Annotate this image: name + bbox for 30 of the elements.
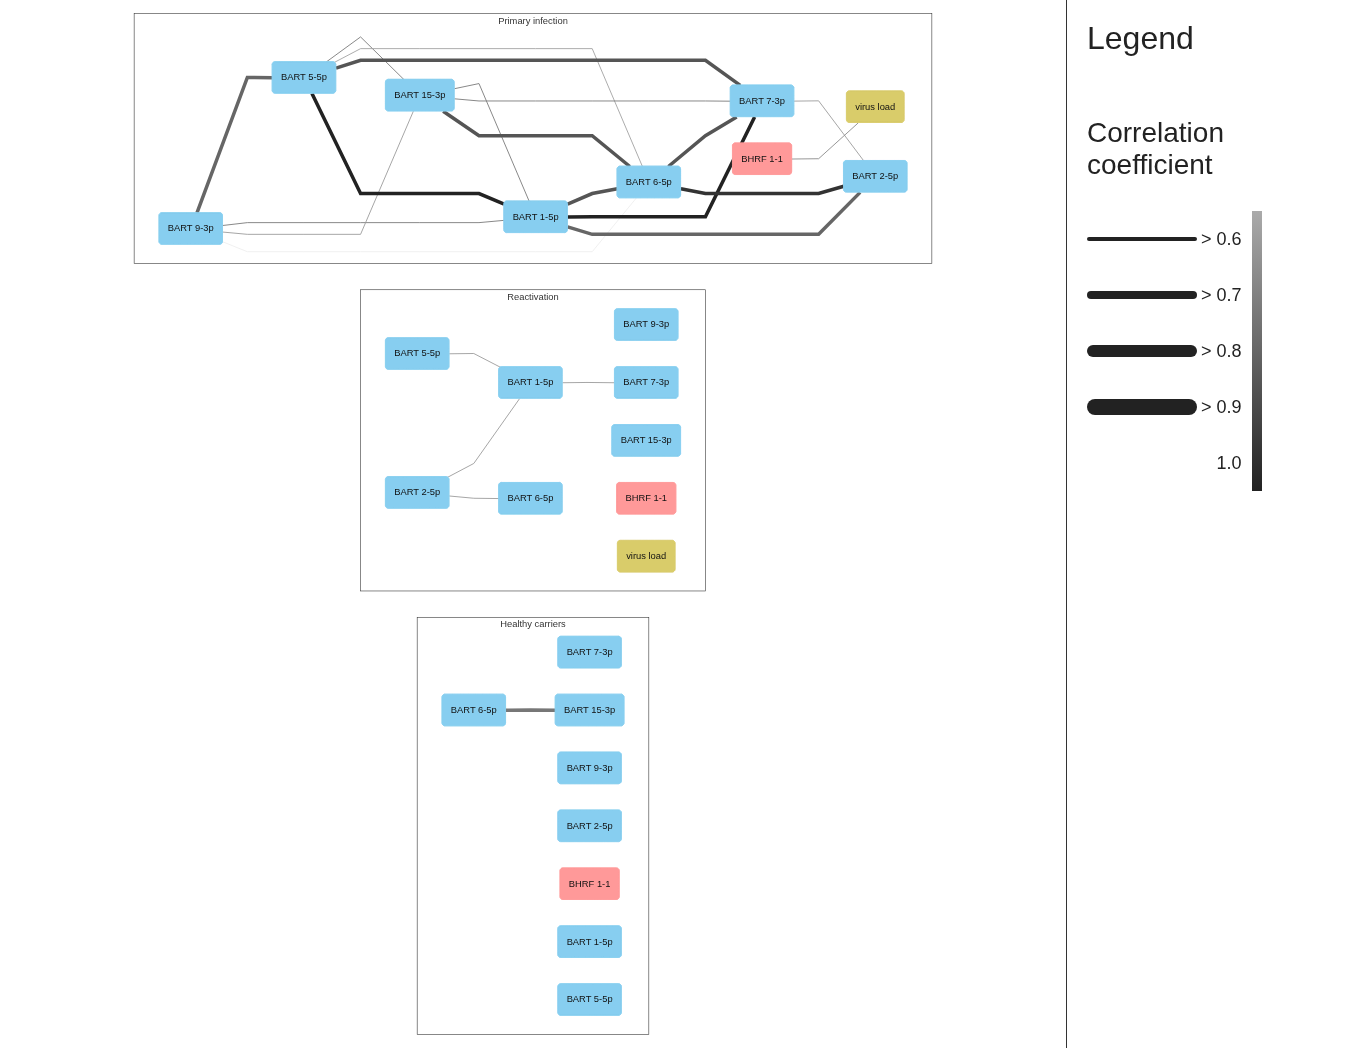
connector xyxy=(222,219,505,226)
connector xyxy=(454,98,732,102)
connector xyxy=(447,398,521,478)
connector xyxy=(793,100,865,162)
connector xyxy=(448,495,500,499)
legend-subtitle: Correlation coefficient xyxy=(1087,117,1225,181)
connector xyxy=(791,122,859,160)
legend-label: > 0.7 xyxy=(1201,284,1242,306)
connector xyxy=(222,197,637,253)
connector xyxy=(222,110,414,235)
connector xyxy=(310,92,505,206)
connector xyxy=(667,115,738,168)
connector xyxy=(448,353,501,368)
connector xyxy=(680,184,845,196)
connector xyxy=(335,58,742,87)
connector xyxy=(334,48,643,167)
connector xyxy=(567,116,757,219)
connector xyxy=(454,83,530,202)
legend-heading: Legend xyxy=(1087,20,1194,57)
legend-label: > 0.6 xyxy=(1201,228,1242,250)
connector xyxy=(505,708,556,713)
connector xyxy=(562,382,616,384)
connector xyxy=(566,187,618,206)
scale-label: 1.0 xyxy=(1216,452,1242,474)
connector xyxy=(567,191,862,237)
legend-label: > 0.8 xyxy=(1201,340,1242,362)
connector xyxy=(325,36,405,81)
connector xyxy=(195,75,273,214)
connector xyxy=(442,109,631,168)
legend-label: > 0.9 xyxy=(1201,396,1242,418)
